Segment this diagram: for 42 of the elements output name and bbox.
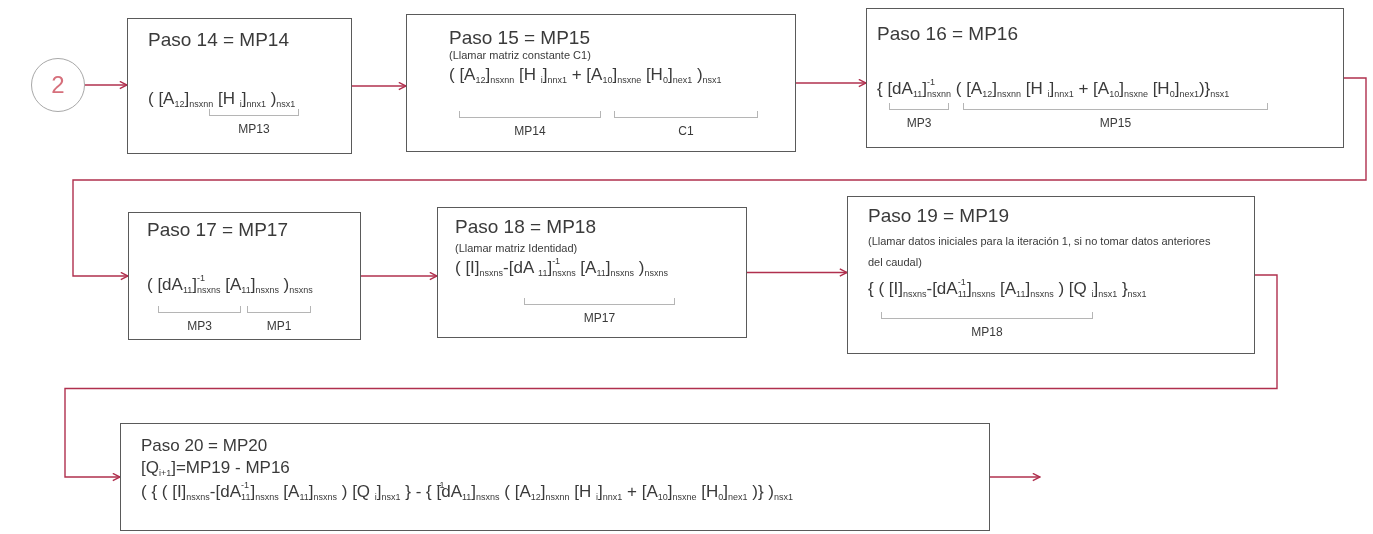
bracket-label: MP13	[238, 122, 270, 137]
arrow	[72, 77, 1367, 281]
formula: ( [I]$_{nsxns}$-[dA $_{11}$]$^{-1}$$_{nsxns}$ [A$_{11}$]$_{nsxns}$ )$_{nsxns}$	[455, 256, 668, 279]
step-box	[128, 212, 361, 340]
bracket-label: MP18	[971, 325, 1003, 340]
step-title: Paso 15 = MP15	[449, 27, 590, 50]
arrow	[360, 271, 438, 281]
step-title: Paso 17 = MP17	[147, 219, 288, 242]
step-box	[120, 423, 990, 531]
step-note: (Llamar matriz constante C1)	[449, 48, 591, 63]
step-title: Paso 19 = MP19	[868, 205, 1009, 228]
arrow	[351, 81, 407, 91]
bracket-label: MP14	[514, 124, 546, 139]
formula: { [dA$_{11}$]$^{-1}$$_{nsxnn}$ ( [A$_{12}$]$_{nsxnn}$ [H $_{i}$]$_{nnx1}$ + [A$_{10}$]$_{nsxne}$ [H$_{0}$]$_{nex1}$)}$_{nsx1}$	[877, 77, 1230, 100]
arrow	[795, 78, 867, 88]
arrow	[64, 274, 1278, 482]
bracket-label: MP1	[266, 319, 292, 334]
step-box	[847, 196, 1255, 354]
step-box	[127, 18, 352, 154]
connector-circle: 2	[31, 58, 85, 112]
formula: ( [A$_{12}$]$_{nsxnn}$ [H $_{i}$]$_{nnx1}$ )$_{nsx1}$	[148, 89, 296, 110]
formula: ( [A$_{12}$]$_{nsxnn}$ [H $_{i}$]$_{nnx1}$ + [A$_{10}$]$_{nsxne}$ [H$_{0}$]$_{nex1}$ )$_{nsx1}$	[449, 65, 722, 86]
bracket-label: C1	[678, 124, 694, 139]
step-note: (Llamar matriz Identidad)	[455, 241, 578, 256]
formula: ( [dA$_{11}$]$^{-1}$$_{nsxns}$ [A$_{11}$]$_{nsxns}$ )$_{nsxns}$	[147, 273, 313, 296]
step-note: (Llamar datos iniciales para la iteración 1, si no tomar datos anteriores del caudal)	[868, 234, 1212, 270]
formula: [Q$_{i+1}$]=MP19 - MP16	[141, 458, 290, 479]
bracket-label: MP3	[906, 116, 932, 131]
arrow	[84, 80, 128, 90]
bracket-label: MP15	[1099, 116, 1132, 131]
step-title: Paso 14 = MP14	[148, 29, 289, 52]
arrow	[989, 472, 1041, 482]
arrow	[746, 268, 848, 277]
bracket-label: MP17	[583, 311, 616, 326]
formula: Paso 20 = MP20	[141, 436, 268, 457]
bracket-label: MP3	[187, 319, 212, 334]
step-box	[406, 14, 796, 152]
formula: { ( [I]$_{nsxns}$-[dA$^{-1}$$_{11}$]$_{nsxns}$ [A$_{11}$]$_{nsxns}$ ) [Q $_{i}$]$_{nsx1}$ }$_{nsx1}$	[868, 277, 1147, 300]
step-title: Paso 16 = MP16	[877, 23, 1018, 46]
step-box	[437, 207, 747, 338]
step-title: Paso 18 = MP18	[455, 216, 596, 239]
step-box	[866, 8, 1344, 148]
